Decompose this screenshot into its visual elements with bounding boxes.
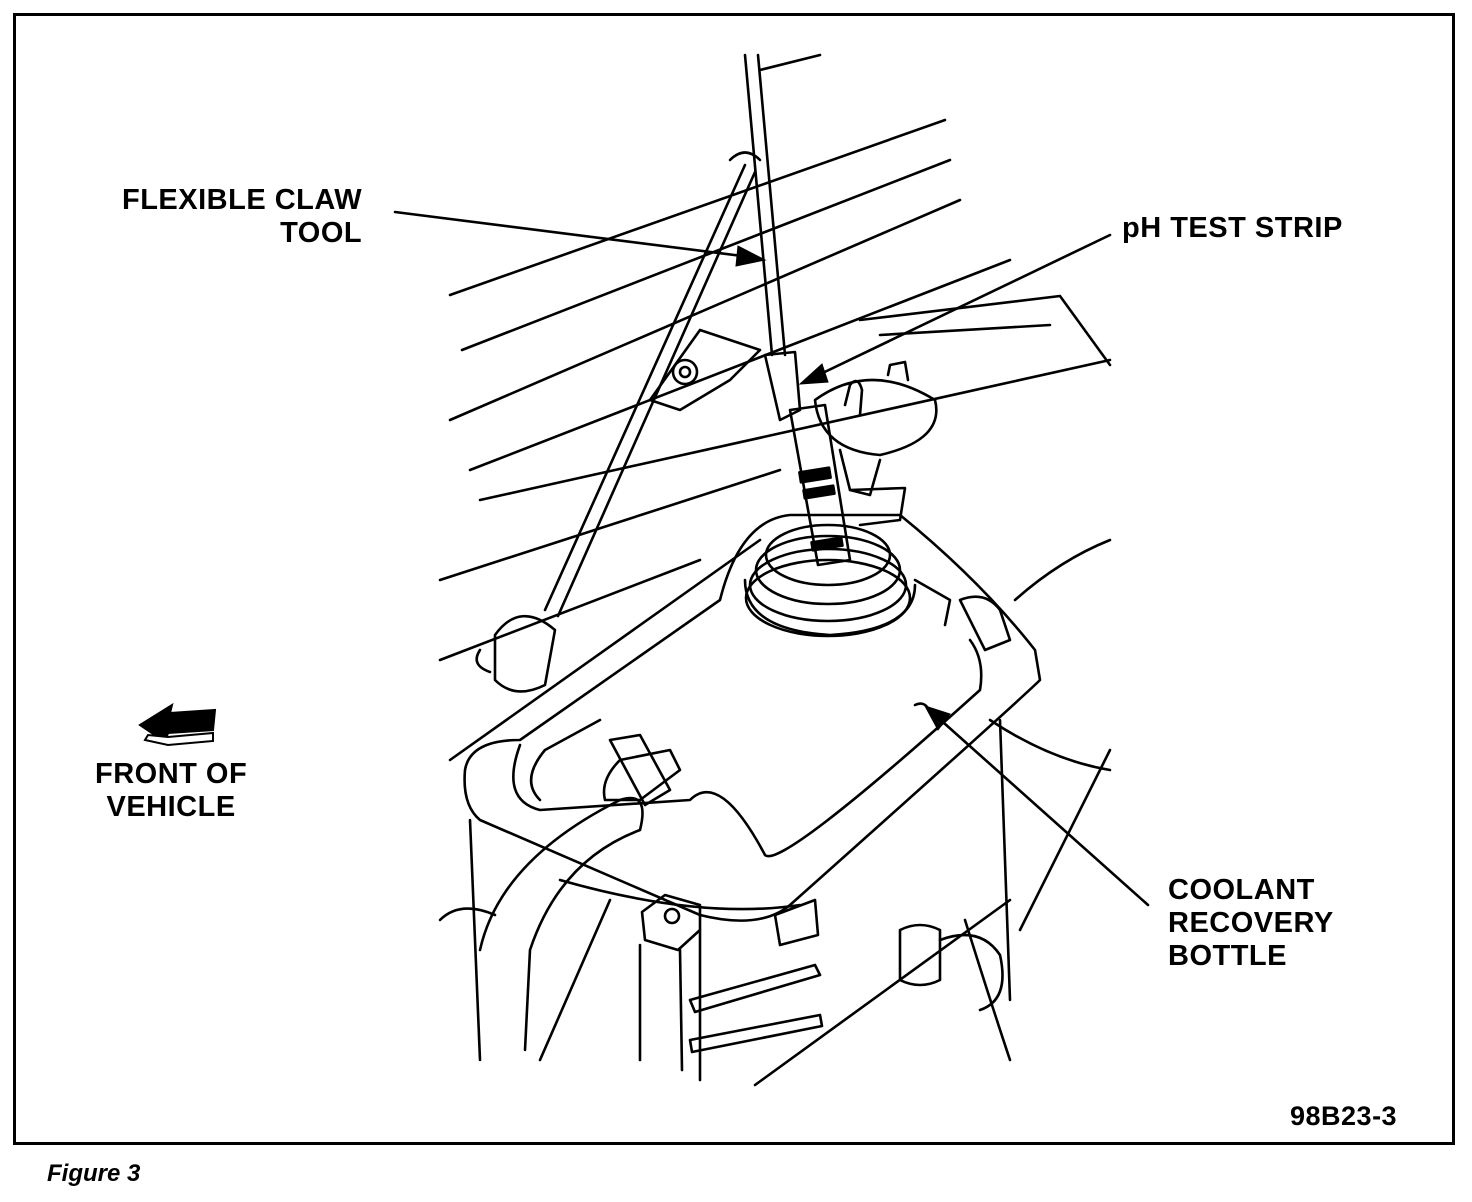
figure-frame xyxy=(13,13,1455,1145)
panel-line xyxy=(878,323,1052,337)
bottle-outline xyxy=(463,513,1042,922)
claw-tool-label-line2: TOOL xyxy=(280,217,363,249)
claw-tool-label-line1: FLEXIBLE CLAW xyxy=(122,184,363,216)
mount-bracket xyxy=(688,963,822,1014)
claw-leader-arrowhead xyxy=(735,245,767,267)
hood-prop-clip xyxy=(493,614,557,693)
panel-line xyxy=(438,468,782,582)
front-of-vehicle-label: FRONT OF VEHICLE xyxy=(95,758,247,824)
coolant-hose xyxy=(478,796,644,1052)
claw-tool-jaw xyxy=(763,350,802,422)
ph-strip-label: pH TEST STRIP xyxy=(1122,212,1343,244)
ph-leader-arrowhead xyxy=(798,363,829,385)
panel-line xyxy=(448,198,962,422)
bottle-cap xyxy=(838,448,882,497)
claw-leader-line xyxy=(393,210,760,260)
panel-line xyxy=(438,558,702,662)
radiator-line xyxy=(1018,748,1112,932)
cap-tether xyxy=(848,486,907,527)
hood-prop-clip xyxy=(475,648,492,674)
claw-tool-cable xyxy=(756,53,787,357)
claw-tool-cable xyxy=(758,53,822,72)
front-arrow-icon xyxy=(138,702,217,747)
bottle-outline xyxy=(512,638,983,858)
hood-prop-rod xyxy=(556,170,757,618)
bottle-cap xyxy=(813,378,938,457)
claw-tool-cable xyxy=(743,53,774,357)
radiator-hose xyxy=(898,923,942,987)
figure-caption: Figure 3 xyxy=(47,1160,141,1187)
radiator-shroud xyxy=(1013,538,1112,602)
radiator-hose xyxy=(938,933,1004,1012)
panel-line xyxy=(468,258,1012,472)
panel-line xyxy=(460,158,952,352)
radiator-shroud xyxy=(988,718,1112,772)
coolant-label-line2: RECOVERY xyxy=(1168,907,1334,939)
lower-hose xyxy=(538,898,612,1062)
bottle-cap-tab xyxy=(843,379,864,417)
hood-prop-rod-tip xyxy=(728,151,762,162)
coolant-hose xyxy=(602,748,682,802)
panel-bolt xyxy=(671,358,699,386)
bottle-seam xyxy=(558,878,802,911)
panel-line xyxy=(448,118,947,297)
bottle-outline xyxy=(529,718,602,802)
filler-neck xyxy=(764,523,892,587)
bottle-side xyxy=(468,818,482,1062)
panel-line xyxy=(478,358,1112,502)
drain-fitting-bolt xyxy=(663,907,681,925)
coolant-label-line3: BOTTLE xyxy=(1168,940,1287,972)
drain-pipe xyxy=(678,948,684,1072)
claw-tool-label: FLEXIBLE CLAW TOOL xyxy=(122,184,362,250)
ph-strip-band xyxy=(802,484,836,500)
front-label-line1: FRONT OF xyxy=(95,758,248,790)
panel-line xyxy=(858,294,1112,367)
hood-prop-rod xyxy=(543,163,747,612)
coolant-label-line1: COOLANT xyxy=(1168,874,1315,906)
mount-bracket xyxy=(688,1013,824,1054)
coolant-bottle-label: COOLANT RECOVERY BOTTLE xyxy=(1168,874,1334,973)
panel-bracket xyxy=(648,328,762,412)
coolant-leader-arrowhead xyxy=(923,705,951,731)
hose-clamp xyxy=(913,578,952,627)
radiator-line xyxy=(753,898,1012,1087)
mount-bracket xyxy=(773,898,820,947)
coolant-leader-line xyxy=(933,713,1150,907)
figure-code: 98B23-3 xyxy=(1290,1101,1398,1131)
panel-line xyxy=(448,538,762,762)
bottle-side xyxy=(998,718,1012,1002)
lower-hose xyxy=(438,907,497,922)
panel-bolt xyxy=(678,365,692,379)
radiator-shroud xyxy=(963,918,1012,1062)
ph-strip-band xyxy=(798,466,832,484)
bottle-cap-tab xyxy=(886,360,910,382)
filler-neck-ring xyxy=(743,578,917,637)
ph-leader-line xyxy=(806,233,1112,382)
hose-clamp xyxy=(958,595,1012,652)
front-label-line2: VEHICLE xyxy=(106,791,236,823)
hose-clamp xyxy=(608,733,672,807)
